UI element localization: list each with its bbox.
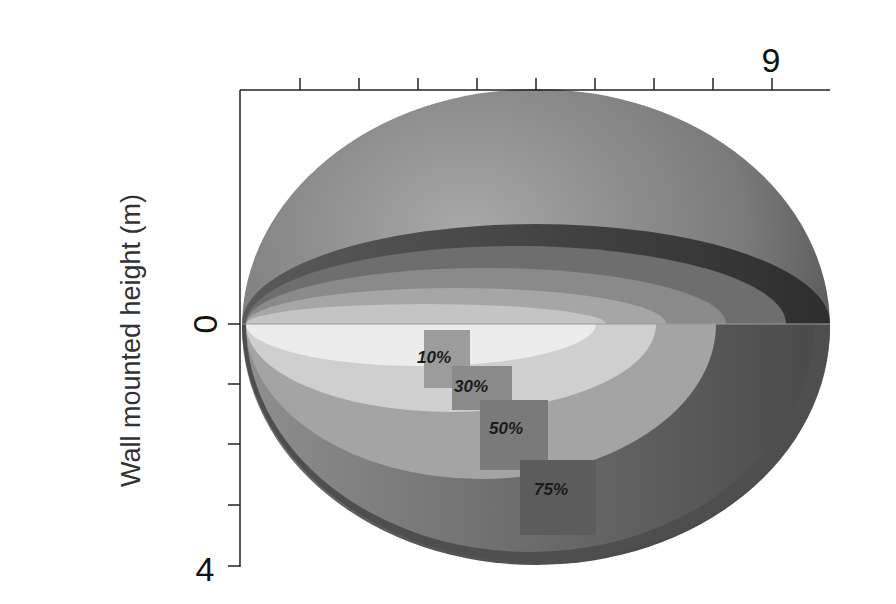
section-band [246, 268, 726, 324]
zone-label: 75% [534, 481, 568, 498]
plane-line [242, 324, 830, 325]
zone-50 [246, 324, 716, 479]
zone-30 [246, 324, 656, 412]
axis-value: 9 [762, 43, 781, 77]
section-band [246, 246, 786, 324]
cut-face [520, 460, 596, 535]
cut-face [480, 400, 548, 470]
axis-line [240, 89, 830, 91]
axis-value: 0 [188, 315, 222, 334]
tick-marks [228, 78, 772, 566]
section-band [242, 224, 830, 324]
zone-label: 10% [417, 349, 451, 366]
section-band [246, 304, 606, 324]
zone-label: 30% [454, 378, 488, 395]
zone-10 [246, 324, 596, 366]
axis-value: 4 [196, 552, 215, 586]
outer-ellipsoid [242, 89, 830, 565]
axis-line [239, 90, 241, 567]
outer-zone [242, 324, 830, 562]
section-band [246, 288, 666, 324]
axis-title: Wall mounted height (m) [119, 193, 146, 486]
zone-label: 50% [489, 420, 523, 437]
zone-75 [246, 324, 814, 552]
